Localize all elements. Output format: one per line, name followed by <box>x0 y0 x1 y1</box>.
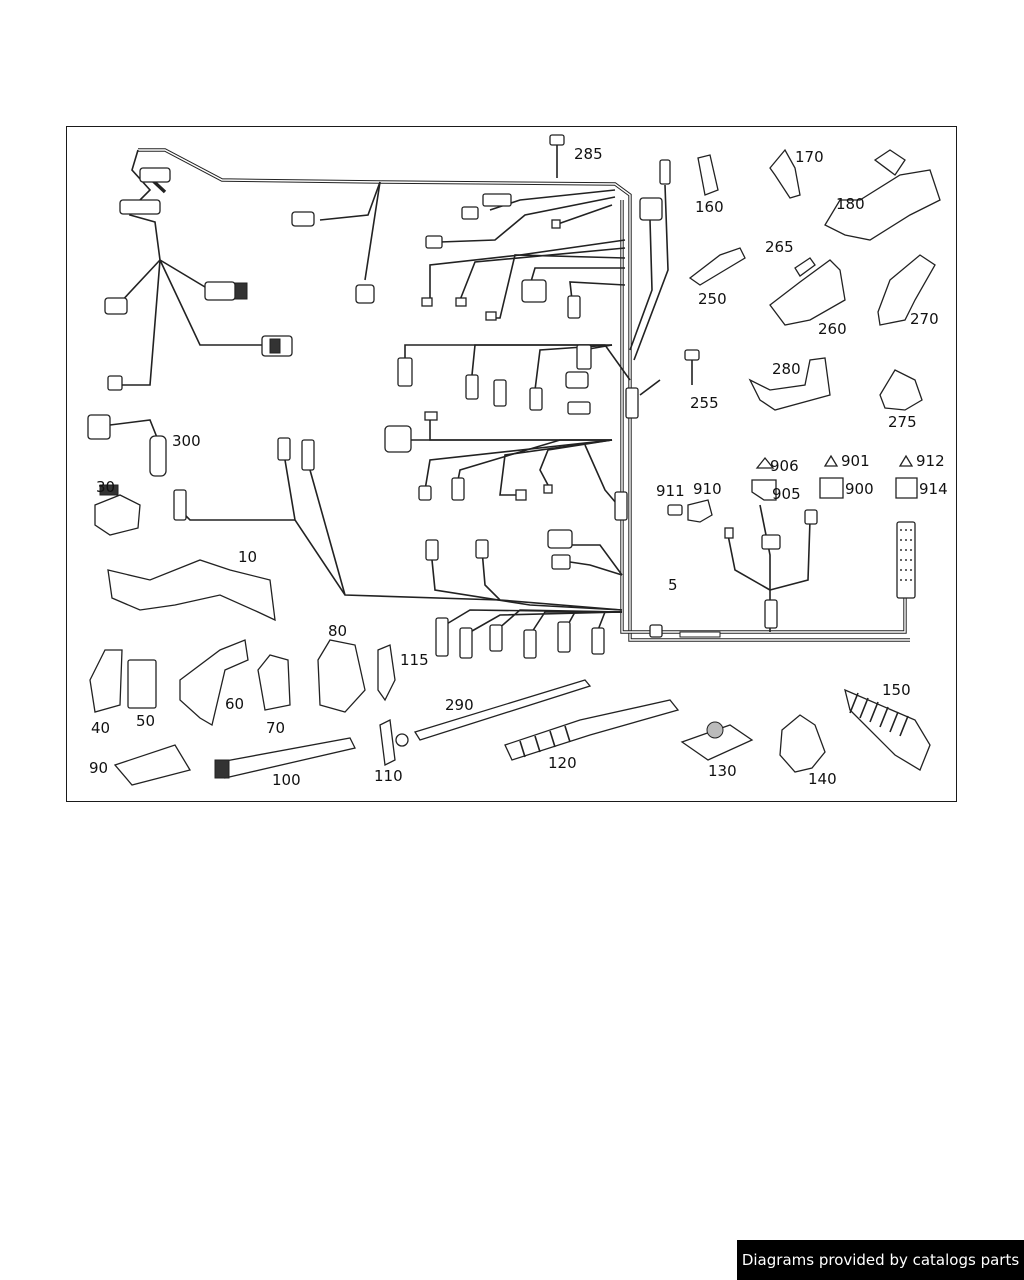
callout-300: 300 <box>172 432 201 450</box>
callout-labels: 285 170 160 180 265 250 260 270 280 255 … <box>89 145 948 789</box>
callout-260: 260 <box>818 320 847 338</box>
callout-911: 911 <box>656 482 685 500</box>
callout-270: 270 <box>910 310 939 328</box>
callout-100: 100 <box>272 771 301 789</box>
callout-80: 80 <box>328 622 347 640</box>
callout-285: 285 <box>574 145 603 163</box>
callout-912: 912 <box>916 452 945 470</box>
callout-250: 250 <box>698 290 727 308</box>
callout-50: 50 <box>136 712 155 730</box>
callout-900: 900 <box>845 480 874 498</box>
parts <box>87 134 941 786</box>
callout-30: 30 <box>96 478 115 496</box>
callout-140: 140 <box>808 770 837 788</box>
footer-credit-badge: Diagrams provided by catalogs parts <box>737 1240 1024 1280</box>
callout-10: 10 <box>238 548 257 566</box>
callout-905: 905 <box>772 485 801 503</box>
callout-914: 914 <box>919 480 948 498</box>
callout-180: 180 <box>836 195 865 213</box>
callout-280: 280 <box>772 360 801 378</box>
callout-150: 150 <box>882 681 911 699</box>
callout-910: 910 <box>693 480 722 498</box>
callout-5: 5 <box>668 576 678 594</box>
callout-290: 290 <box>445 696 474 714</box>
callout-275: 275 <box>888 413 917 431</box>
callout-115: 115 <box>400 651 429 669</box>
callout-906: 906 <box>770 457 799 475</box>
callout-130: 130 <box>708 762 737 780</box>
callout-120: 120 <box>548 754 577 772</box>
callout-90: 90 <box>89 759 108 777</box>
callout-40: 40 <box>91 719 110 737</box>
callout-255: 255 <box>690 394 719 412</box>
callout-265: 265 <box>765 238 794 256</box>
callout-110: 110 <box>374 767 403 785</box>
callout-901: 901 <box>841 452 870 470</box>
callout-160: 160 <box>695 198 724 216</box>
callout-70: 70 <box>266 719 285 737</box>
callout-170: 170 <box>795 148 824 166</box>
connectors <box>104 159 916 659</box>
callout-60: 60 <box>225 695 244 713</box>
